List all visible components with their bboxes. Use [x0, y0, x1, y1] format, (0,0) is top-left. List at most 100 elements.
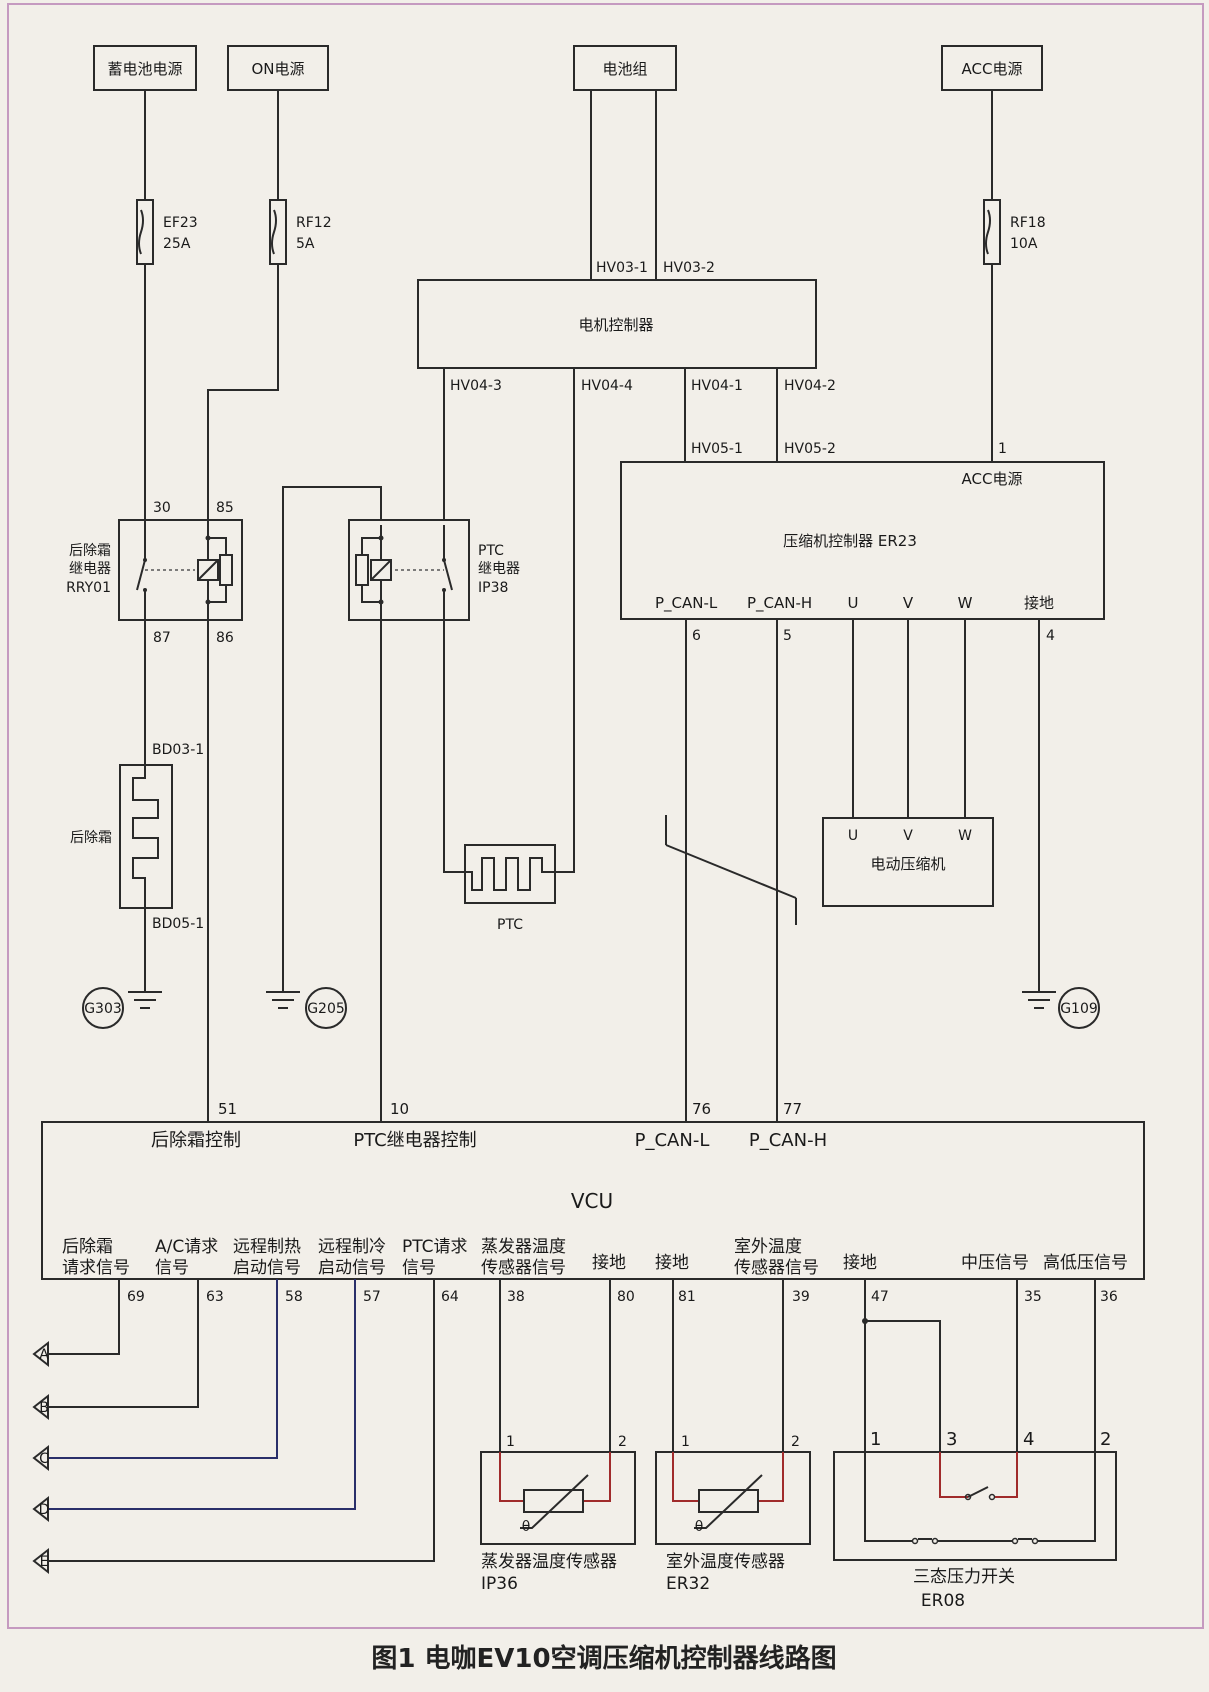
fuse-rf12-name: RF12	[296, 215, 332, 231]
vcu-pin-35: 35	[1024, 1289, 1042, 1305]
comp-u: U	[848, 594, 859, 612]
source-on: ON电源	[227, 45, 329, 91]
vcu-title: VCU	[571, 1189, 613, 1213]
pswitch-pin2: 2	[1100, 1429, 1111, 1450]
hv04-4-label: HV04-4	[581, 378, 633, 394]
vcu-top-pin-76: 76	[692, 1100, 711, 1118]
out-sensor-name: 室外温度传感器	[666, 1552, 785, 1572]
vcu-sig-out-2: 传感器信号	[734, 1258, 819, 1278]
vcu-top-pin-77: 77	[783, 1100, 802, 1118]
source-on-label: ON电源	[251, 60, 304, 78]
vcu-top-pin-10: 10	[390, 1100, 409, 1118]
comp-can-l: P_CAN-L	[655, 594, 718, 613]
fuse-rf18: RF18 10A	[983, 90, 1046, 462]
ecomp-w: W	[958, 828, 972, 844]
relay-rear-line1: 后除霜	[69, 543, 111, 559]
vcu-pin-38: 38	[507, 1289, 525, 1305]
vcu-pin-69: 69	[127, 1289, 145, 1305]
relay-ptc-line2: 继电器	[478, 561, 520, 577]
comp-pin-5: 5	[783, 628, 792, 644]
vcu-pin-57: 57	[363, 1289, 381, 1305]
ecomp-label: 电动压缩机	[870, 855, 945, 873]
hv04-3-label: HV04-3	[450, 378, 502, 394]
ground-g109-label: G109	[1060, 1001, 1098, 1017]
ground-g303-label: G303	[84, 1001, 122, 1017]
relay-rear-line2: 继电器	[69, 561, 111, 577]
defrost-label: 后除霜	[70, 830, 112, 846]
comp-can-h: P_CAN-H	[747, 594, 812, 613]
ground-g303: G303	[82, 987, 162, 1029]
connector-c: C	[32, 1444, 49, 1472]
vcu-label-ptc-relay-ctrl: PTC继电器控制	[353, 1130, 476, 1151]
vcu-sig-out-1: 室外温度	[734, 1237, 802, 1257]
rear-defrost-heater	[119, 764, 173, 909]
connector-b-label: B	[39, 1400, 49, 1416]
vcu-sig-rear-2: 请求信号	[62, 1258, 130, 1278]
vcu-pin-47: 47	[871, 1289, 889, 1305]
relay-rear-pin30: 30	[153, 500, 171, 516]
pswitch-name: 三态压力开关	[913, 1567, 1015, 1587]
fuse-ef23-name: EF23	[163, 215, 198, 231]
evap-sensor-name: 蒸发器温度传感器	[481, 1552, 617, 1572]
comp-gnd: 接地	[1024, 594, 1054, 612]
vcu-pin-81: 81	[678, 1289, 696, 1305]
connector-e: E	[32, 1547, 49, 1575]
vcu-sig-ac-2: 信号	[155, 1258, 189, 1278]
hv03-1-label: HV03-1	[596, 260, 648, 276]
vcu-top-pin-51: 51	[218, 1100, 237, 1118]
vcu-label-can-h: P_CAN-H	[749, 1130, 827, 1151]
vcu-bottom-pins: 69 63 58 57 64 38 80 81 39 47 35 36	[127, 1289, 1118, 1305]
relay-rear-pin86: 86	[216, 630, 234, 646]
ptc-heater-label: PTC	[497, 917, 523, 933]
vcu-sig-gnd-c: 接地	[843, 1253, 877, 1273]
vcu-sig-gnd-a: 接地	[592, 1253, 626, 1273]
connector-a: A	[32, 1340, 49, 1368]
connector-a-label: A	[39, 1347, 49, 1363]
hv04-1-label: HV04-1	[691, 378, 743, 394]
vcu-sig-heat-2: 启动信号	[233, 1258, 301, 1278]
ecomp-u: U	[848, 828, 858, 844]
source-acc: ACC电源	[941, 45, 1043, 91]
fuse-rf12-rating: 5A	[296, 236, 315, 252]
hv04-2-label: HV04-2	[784, 378, 836, 394]
vcu-pin-36: 36	[1100, 1289, 1118, 1305]
evap-sensor-code: IP36	[481, 1574, 518, 1594]
evap-pin2: 2	[618, 1434, 627, 1450]
connector-d-label: D	[39, 1502, 50, 1518]
compressor-controller-title: 压缩机控制器 ER23	[783, 532, 917, 550]
vcu-sig-cool-1: 远程制冷	[318, 1237, 386, 1257]
evap-pin1: 1	[506, 1434, 515, 1450]
connector-e-label: E	[40, 1554, 49, 1570]
diagram-frame	[7, 3, 1204, 1629]
out-theta: θ	[695, 1519, 704, 1535]
ecomp-v: V	[903, 828, 913, 844]
electric-compressor: U V W 电动压缩机	[822, 817, 994, 907]
relay-rear-pin87: 87	[153, 630, 171, 646]
fuse-rf18-name: RF18	[1010, 215, 1046, 231]
connectors: A B C D E	[32, 1340, 50, 1575]
defrost-pin-top: BD03-1	[152, 742, 204, 758]
vcu-sig-ptc-2: 信号	[402, 1258, 436, 1278]
hv05-1-label: HV05-1	[691, 441, 743, 457]
relay-rear-pin85: 85	[216, 500, 234, 516]
ground-g205-label: G205	[307, 1001, 345, 1017]
relay-rear-line3: RRY01	[66, 580, 111, 596]
comp-w: W	[958, 594, 973, 612]
hv03-2-label: HV03-2	[663, 260, 715, 276]
vcu-sig-evap-2: 传感器信号	[481, 1258, 566, 1278]
comp-v: V	[903, 594, 914, 612]
relay-rear-defrost: 30 85 87 86	[118, 500, 243, 646]
vcu-sig-gnd-b: 接地	[655, 1253, 689, 1273]
out-pin2: 2	[791, 1434, 800, 1450]
vcu-sig-ac-1: A/C请求	[155, 1237, 218, 1257]
pswitch-pin3: 3	[946, 1429, 957, 1450]
comp-pin-4: 4	[1046, 628, 1055, 644]
source-battery: 蓄电池电源	[93, 45, 197, 91]
pswitch-code: ER08	[921, 1591, 965, 1611]
source-pack-label: 电池组	[602, 60, 647, 78]
hv05-2-label: HV05-2	[784, 441, 836, 457]
out-pin1: 1	[681, 1434, 690, 1450]
comp-pin-6: 6	[692, 628, 701, 644]
pswitch-pin1: 1	[870, 1429, 881, 1450]
